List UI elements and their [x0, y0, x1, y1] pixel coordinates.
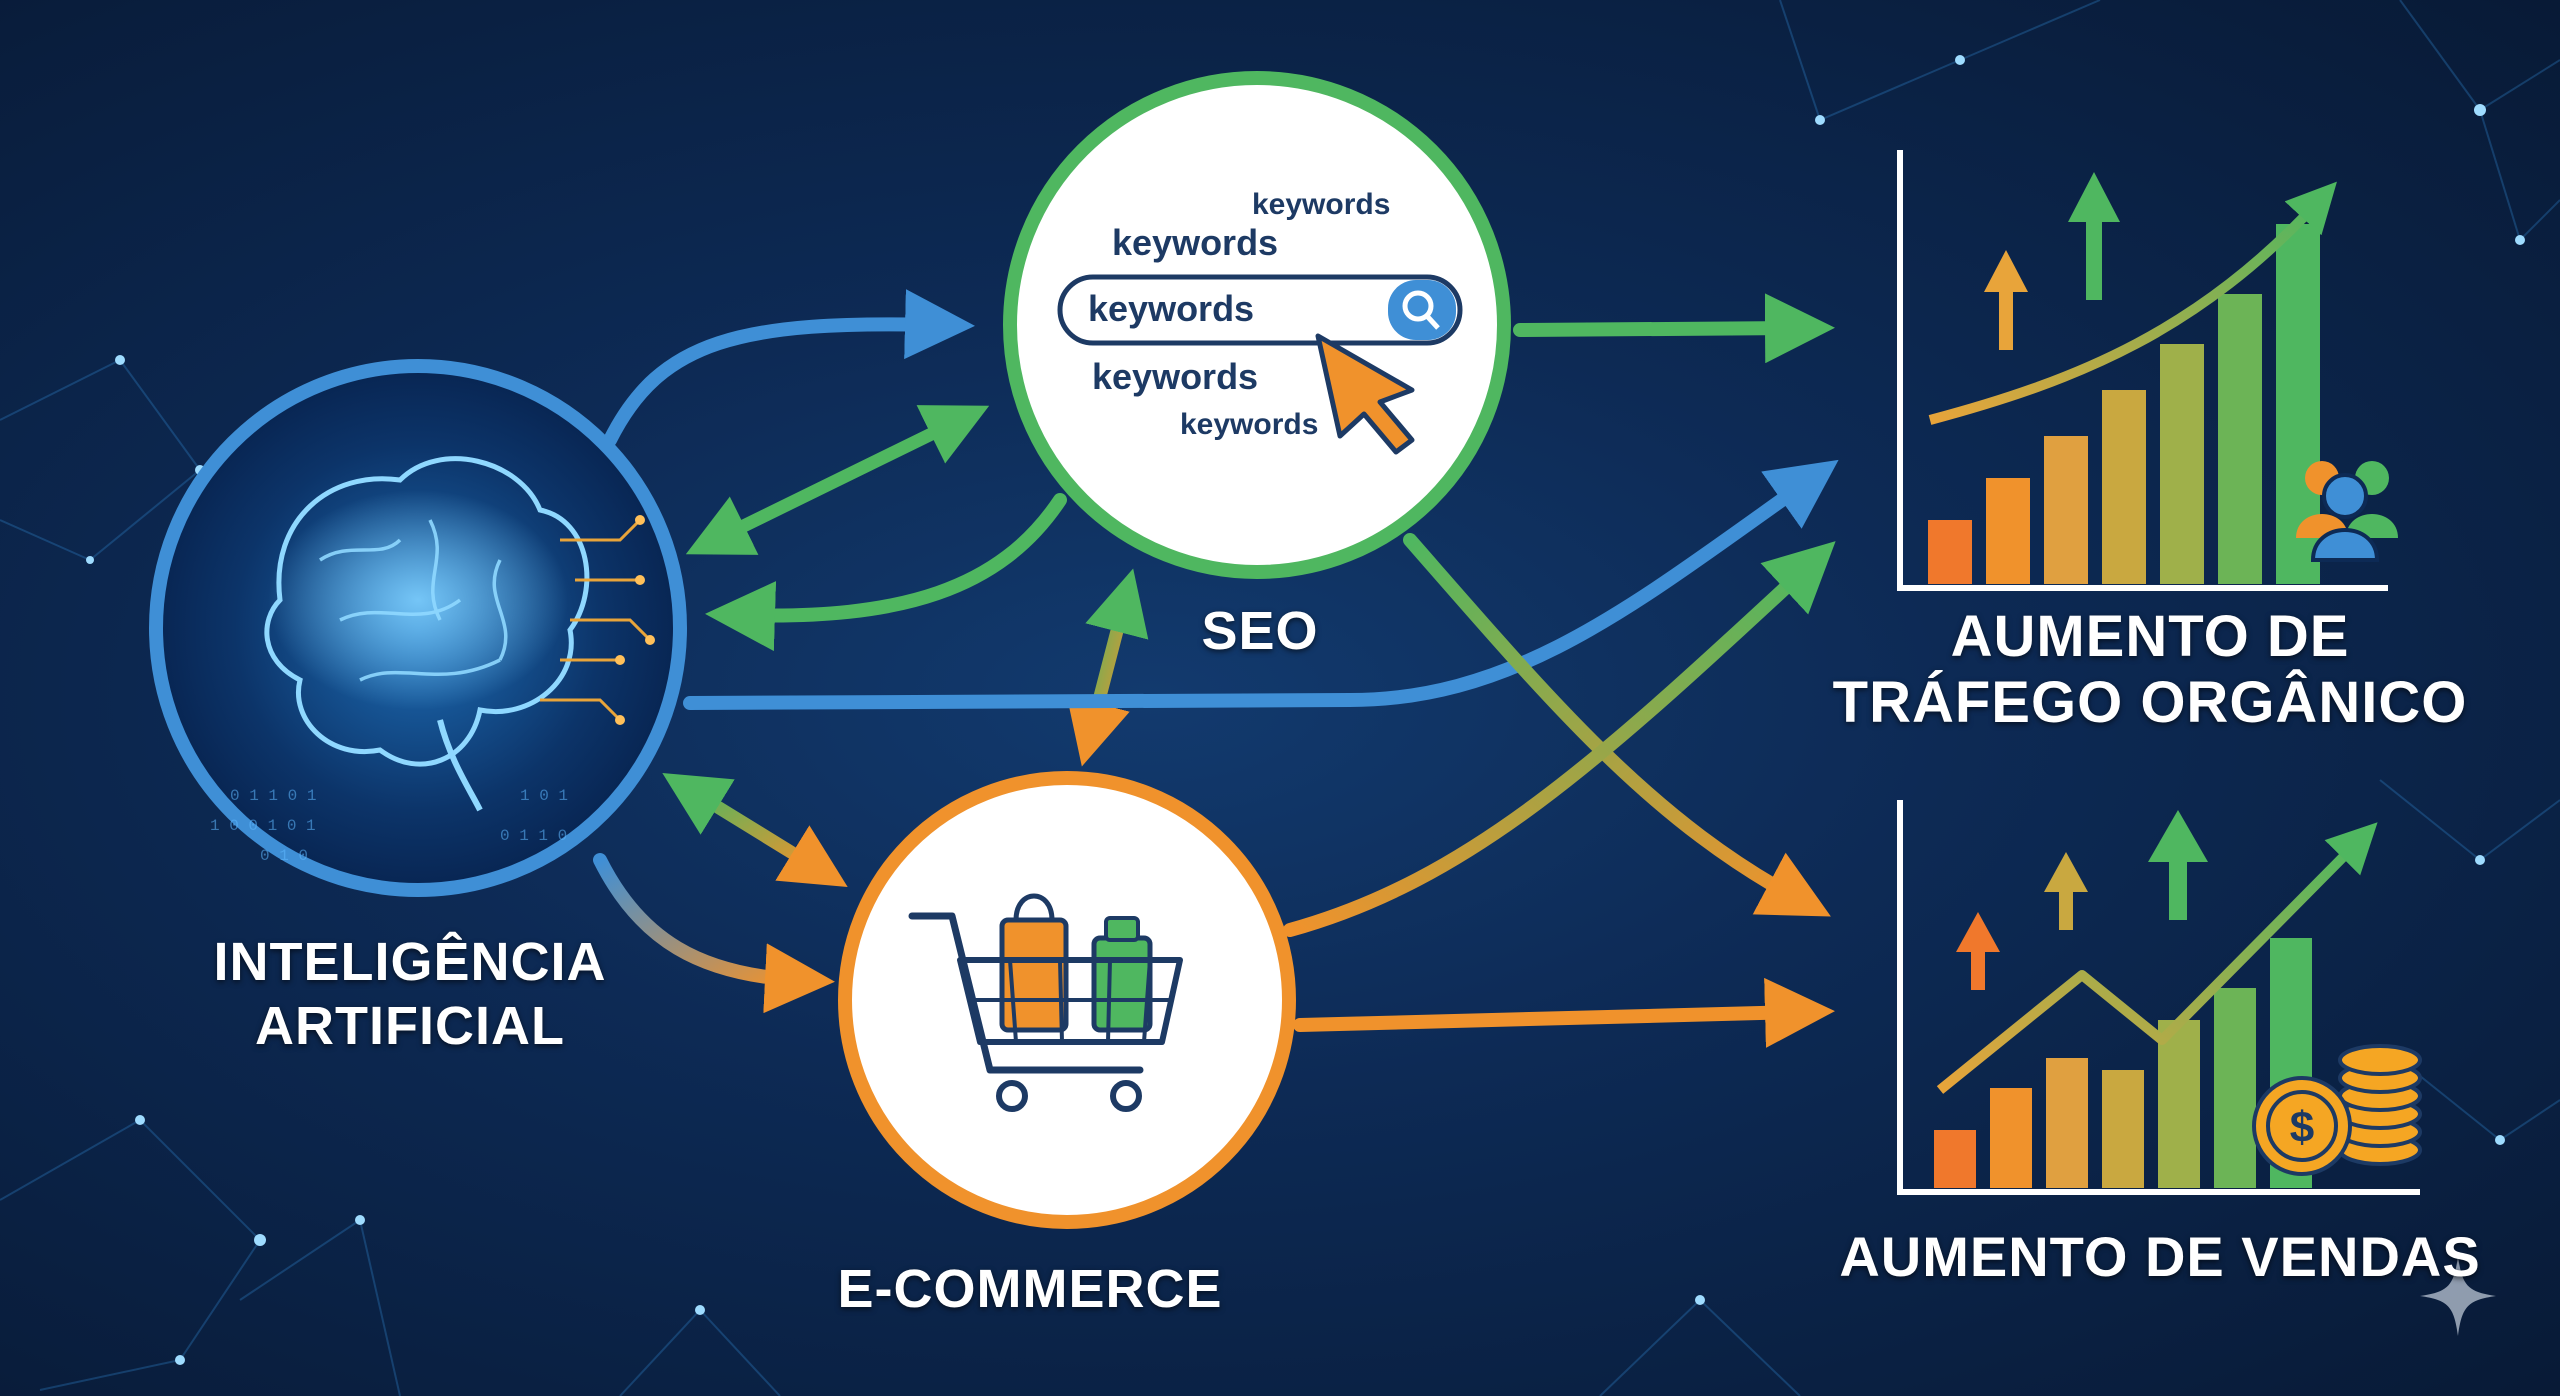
search-icon	[1402, 290, 1440, 330]
arrow-ai-to-seo	[603, 289, 975, 447]
traffic-label-line2: TRÁFEGO ORGÂNICO	[1832, 670, 2468, 735]
ai-node: 0 1 1 0 1 1 0 0 1 0 1 0 1 0 1 0 1 0 1 1 0	[149, 359, 687, 897]
sales-trend-arrow	[1936, 822, 2378, 1094]
cursor-icon	[1315, 333, 1415, 455]
chart-bar	[2044, 436, 2088, 584]
arrow-ai-ecommerce-bidirectional	[662, 772, 848, 888]
sales-chart: $	[1897, 800, 2422, 1195]
chart-bar	[2102, 1070, 2144, 1188]
svg-text:1 0 1: 1 0 1	[520, 787, 568, 805]
svg-text:0 1 1 0: 0 1 1 0	[500, 827, 567, 845]
up-arrow-icon	[1984, 172, 2120, 350]
arrow-seo-to-traffic	[1513, 293, 1835, 364]
connector-arrows	[593, 289, 1839, 1048]
traffic-chart	[1897, 150, 2398, 591]
svg-text:$: $	[2290, 1103, 2314, 1152]
svg-text:0 1 0: 0 1 0	[260, 847, 308, 865]
up-arrow-icon	[1956, 810, 2208, 990]
floating-keyword: keywords	[1112, 222, 1279, 263]
chart-bar	[1928, 520, 1972, 584]
arrow-ai-to-ecommerce	[593, 853, 835, 1014]
sales-chart-axes	[1897, 800, 2420, 1195]
chart-bar	[2218, 294, 2262, 584]
floating-keyword: keywords	[1092, 356, 1259, 397]
chart-bar	[2102, 390, 2146, 584]
seo-label: SEO	[1201, 601, 1319, 661]
arrow-ai-seo-bidirectional	[685, 405, 990, 555]
chart-bar	[2160, 344, 2204, 584]
arrow-seo-to-ai	[705, 493, 1067, 652]
shopping-cart-icon	[908, 893, 1183, 1112]
arrow-ai-to-traffic	[683, 459, 1839, 710]
chart-bar	[2214, 988, 2256, 1188]
brain-icon: 0 1 1 0 1 1 0 0 1 0 1 0 1 0 1 0 1 0 1 1 0	[210, 456, 655, 865]
sales-label: AUMENTO DE VENDAS	[1839, 1225, 2481, 1288]
ecommerce-label: E-COMMERCE	[837, 1259, 1223, 1319]
ai-label-line1: INTELIGÊNCIA	[213, 932, 607, 992]
ecommerce-node	[838, 771, 1296, 1229]
ai-label-line2: ARTIFICIAL	[255, 996, 565, 1056]
traffic-label: AUMENTO DE TRÁFEGO ORGÂNICO	[1830, 604, 2470, 736]
seo-node	[1003, 71, 1511, 579]
traffic-trend-arrow	[1928, 181, 2337, 425]
arrow-seo-ecommerce-bidirectional	[1066, 568, 1149, 767]
chart-bar	[1934, 1130, 1976, 1188]
svg-text:1 0 0 1 0 1: 1 0 0 1 0 1	[210, 817, 316, 835]
search-query-text: keywords	[1088, 288, 1255, 329]
sales-bars	[1934, 938, 2312, 1188]
ai-label: INTELIGÊNCIA ARTIFICIAL	[140, 930, 680, 1058]
search-bar	[1057, 274, 1463, 346]
sparkle-icon	[2420, 1256, 2496, 1336]
chart-bar	[2046, 1058, 2088, 1188]
arrow-ecommerce-to-sales	[1293, 977, 1835, 1048]
users-icon	[2296, 461, 2398, 562]
chart-bar	[1986, 478, 2030, 584]
chart-bar	[1990, 1088, 2032, 1188]
traffic-chart-axes	[1897, 150, 2388, 591]
chart-bar	[2158, 1020, 2200, 1188]
arrow-ecommerce-to-traffic	[1283, 541, 1836, 937]
svg-text:0 1 1 0 1: 0 1 1 0 1	[230, 787, 316, 805]
traffic-label-line1: AUMENTO DE	[1950, 604, 2350, 669]
coins-icon: $	[2252, 1044, 2422, 1176]
floating-keyword: keywords	[1180, 408, 1319, 441]
floating-keyword: keywords	[1252, 188, 1391, 221]
